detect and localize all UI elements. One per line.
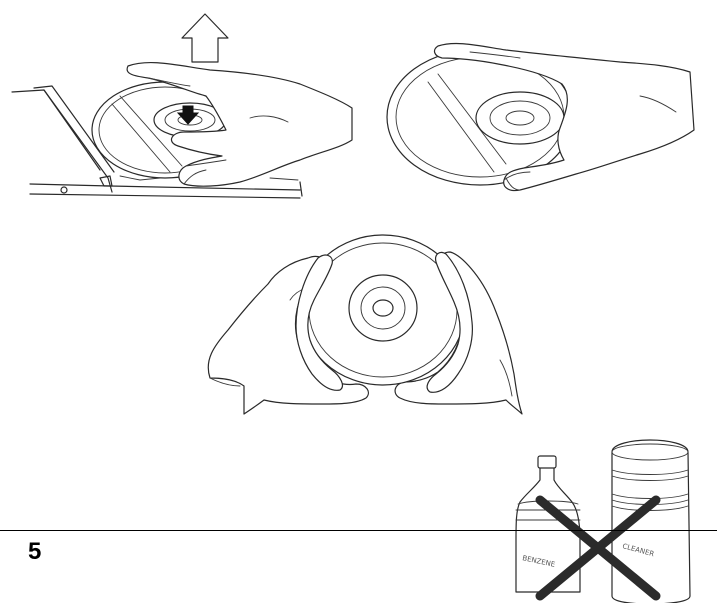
hold-disc-two-hands-illustration	[208, 235, 522, 414]
no-chemicals-illustration: BENZENE CLEANER	[516, 440, 690, 603]
hand-illustration	[127, 63, 352, 187]
remove-disc-illustration	[12, 14, 352, 198]
hand-illustration	[435, 43, 694, 190]
press-down-arrow-icon	[178, 106, 198, 124]
page-footer-rule	[0, 530, 717, 531]
page-number: 5	[28, 538, 41, 566]
hold-disc-one-hand-illustration	[387, 43, 694, 190]
up-arrow-icon	[182, 14, 228, 62]
